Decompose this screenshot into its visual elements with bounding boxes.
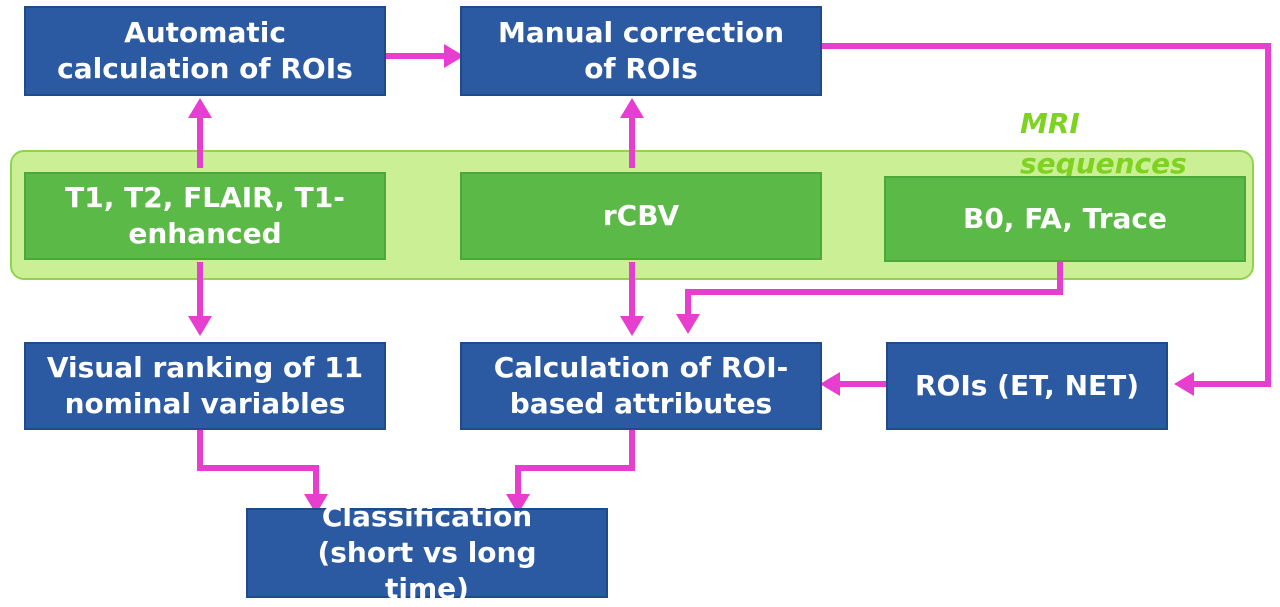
roi-attributes-box: Calculation of ROI-based attributes — [460, 342, 822, 430]
manual-correction-label: Manual correction of ROIs — [497, 16, 785, 85]
rois-et-net-box: ROIs (ET, NET) — [886, 342, 1168, 430]
arrow-manual-roi-to-rois — [822, 43, 1271, 387]
classification-label: Classification (short vs long time) — [317, 500, 537, 605]
classification-box: Classification (short vs long time) — [246, 500, 608, 605]
visual-ranking-label: Visual ranking of 11 nominal variables — [46, 351, 364, 420]
arrowhead-manual-roi — [620, 98, 644, 118]
arrowhead-rois-et-net — [1174, 372, 1194, 396]
t1-t2-flair-box: T1, T2, FLAIR, T1-enhanced — [24, 172, 386, 260]
arrowhead-classification-right — [506, 494, 530, 514]
arrowhead-roi-attributes-rcbv — [620, 316, 644, 336]
rcbv-box: rCBV — [460, 172, 822, 260]
automatic-roi-box: Automatic calculation of ROIs — [24, 6, 386, 96]
arrowhead-visual-ranking — [188, 316, 212, 336]
b0-fa-trace-label: B0, FA, Trace — [962, 202, 1167, 235]
arrowhead-roi-attributes-b0 — [676, 314, 700, 334]
rois-et-net-label: ROIs (ET, NET) — [914, 369, 1140, 402]
arrow-roi-attributes-to-classification — [515, 430, 635, 504]
arrowhead-manual-from-auto — [444, 44, 464, 68]
rcbv-label: rCBV — [602, 199, 680, 232]
automatic-roi-label: Automatic calculation of ROIs — [57, 16, 353, 85]
arrowhead-classification-left — [304, 494, 328, 514]
t1-t2-flair-label: T1, T2, FLAIR, T1-enhanced — [65, 181, 345, 250]
visual-ranking-box: Visual ranking of 11 nominal variables — [24, 342, 386, 430]
manual-correction-box: Manual correction of ROIs — [460, 6, 822, 96]
roi-attributes-label: Calculation of ROI-based attributes — [493, 351, 789, 420]
arrowhead-roi-attributes-rois — [820, 372, 840, 396]
arrow-visual-ranking-to-classification — [197, 430, 319, 504]
mri-sequences-label: MRI sequences — [1020, 107, 1187, 180]
b0-fa-trace-box: B0, FA, Trace — [884, 176, 1246, 262]
arrowhead-auto-roi — [188, 98, 212, 118]
